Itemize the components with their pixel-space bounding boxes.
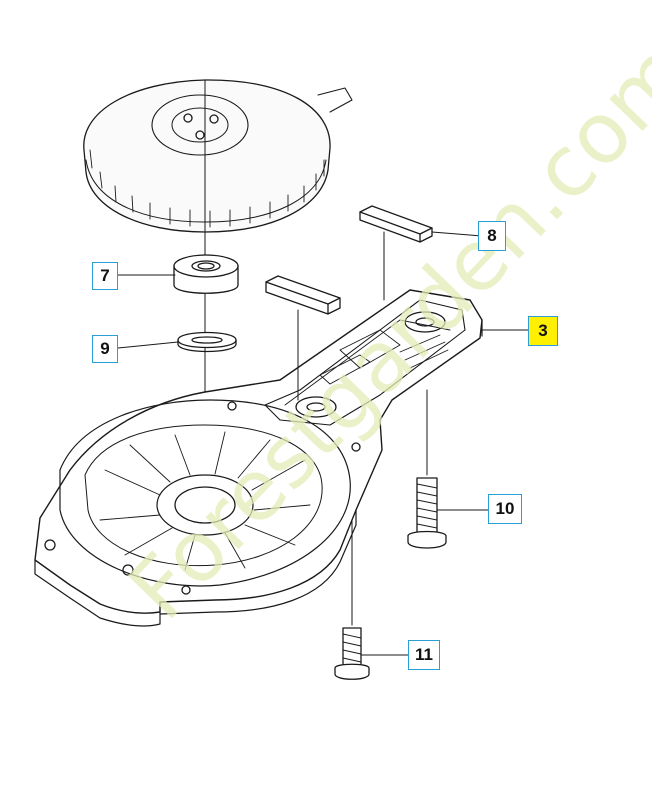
callout-9[interactable]: 9 bbox=[92, 335, 118, 363]
housing-part-3 bbox=[34, 289, 483, 627]
callout-10[interactable]: 10 bbox=[488, 494, 522, 524]
screw-part-10 bbox=[407, 389, 447, 549]
callout-11[interactable]: 11 bbox=[408, 640, 440, 670]
bearing-part-7 bbox=[173, 254, 239, 294]
callout-8[interactable]: 8 bbox=[478, 221, 506, 251]
callout-label: 10 bbox=[495, 499, 515, 518]
screw-part-11 bbox=[334, 519, 370, 680]
drive-gear bbox=[83, 79, 353, 233]
callout-7[interactable]: 7 bbox=[92, 262, 118, 290]
callout-label: 8 bbox=[487, 226, 497, 245]
callout-label: 11 bbox=[415, 645, 433, 664]
callout-3[interactable]: 3 bbox=[528, 316, 558, 346]
key-block-part-8 bbox=[265, 205, 433, 315]
callout-label: 9 bbox=[100, 339, 110, 358]
leader-lines bbox=[117, 231, 529, 656]
callout-label: 7 bbox=[100, 266, 110, 285]
callout-label: 3 bbox=[538, 321, 548, 340]
washer-part-9 bbox=[177, 331, 237, 353]
